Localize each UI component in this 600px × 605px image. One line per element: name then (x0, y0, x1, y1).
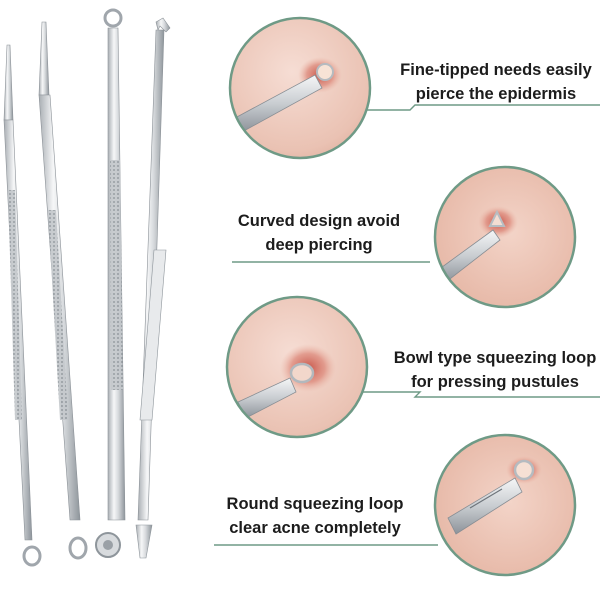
tool-needle-1 (3, 44, 42, 567)
feature-caption-1: Fine-tipped needs easily pierce the epid… (398, 58, 594, 106)
tool-hook-4 (135, 17, 171, 559)
feature-2-line-1: Curved design avoid (237, 212, 401, 230)
closeup-curved-tip (433, 165, 577, 309)
closeup-bowl-loop (225, 295, 369, 439)
feature-4-line-1: Round squeezing loop (226, 495, 404, 513)
frame-lines (214, 104, 600, 546)
closeup-needle-tip (228, 16, 372, 160)
feature-2-line-2: deep piercing (265, 236, 373, 254)
feature-4-line-2: clear acne completely (229, 519, 401, 537)
feature-3-line-1: Bowl type squeezing loop (393, 349, 597, 367)
feature-caption-3: Bowl type squeezing loop for pressing pu… (392, 346, 598, 394)
feature-1-line-1: Fine-tipped needs easily (400, 61, 592, 79)
feature-caption-4: Round squeezing loop clear acne complete… (222, 492, 408, 540)
closeup-round-loop (433, 433, 577, 577)
feature-1-line-2: pierce the epidermis (415, 85, 577, 103)
tool-loop-3 (95, 8, 126, 558)
feature-caption-2: Curved design avoid deep piercing (228, 209, 410, 257)
tool-needle-2 (38, 21, 88, 560)
feature-3-line-2: for pressing pustules (411, 373, 579, 391)
